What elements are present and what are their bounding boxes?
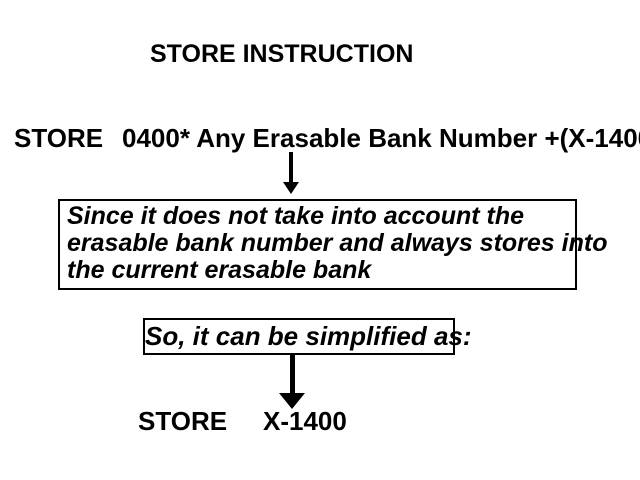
original-instruction-line: STORE 0400* Any Erasable Bank Number +(X… (0, 123, 640, 155)
original-instruction-opcode: STORE (14, 123, 104, 153)
simplified-instruction-operand: X-1400 (263, 406, 347, 436)
arrow-head (279, 393, 305, 409)
original-instruction-operand: 0400* Any Erasable Bank Number +(X-1400) (122, 123, 640, 153)
explanation-line: Since it does not take into account the (67, 202, 525, 230)
simplify-box: So, it can be simplified as: (143, 318, 472, 355)
arrow-shaft (289, 354, 295, 393)
thin-down-arrow-icon (283, 152, 299, 194)
explanation-line: erasable bank number and always stores i… (67, 229, 608, 257)
explanation-line: the current erasable bank (67, 256, 372, 284)
thick-down-arrow-icon (279, 354, 305, 409)
page-title: STORE INSTRUCTION (150, 40, 414, 68)
arrow-shaft (289, 152, 293, 182)
simplified-instruction-opcode: STORE (138, 406, 228, 436)
arrow-head (283, 182, 299, 194)
explanation-box: Since it does not take into account the … (58, 199, 608, 290)
simplified-instruction-line: STORE X-1400 (0, 406, 640, 438)
